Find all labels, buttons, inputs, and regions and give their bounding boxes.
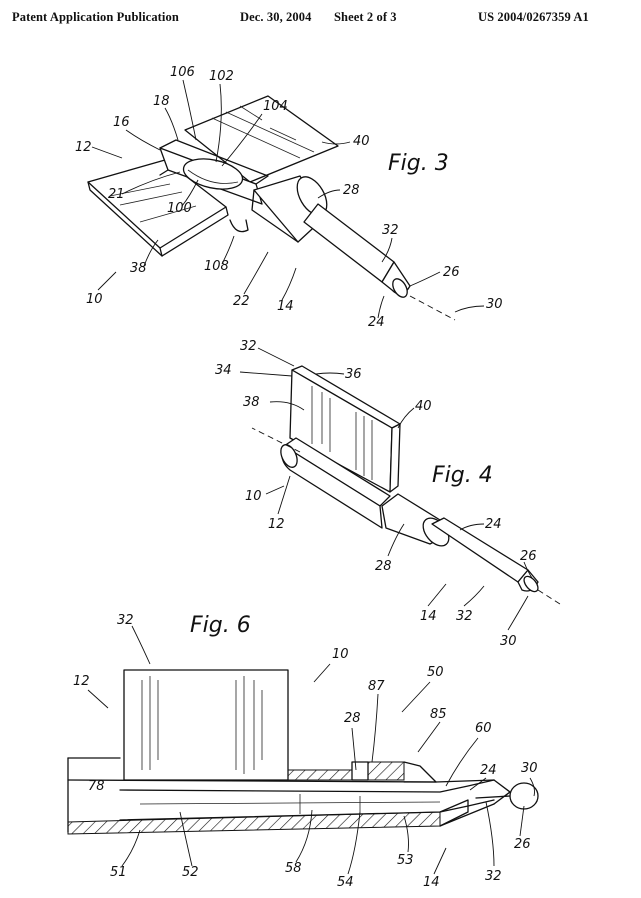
fig6-ref-60: 60 (475, 721, 492, 736)
fig3-ref-16: 16 (113, 115, 130, 130)
fig4-ref-34: 34 (215, 363, 232, 378)
fig6-ref-12: 12 (73, 674, 90, 689)
fig3-ref-102: 102 (209, 69, 234, 84)
fig3-ref-21: 21 (108, 187, 125, 202)
fig3-ref-38: 38 (130, 261, 147, 276)
fig6-ref-32b: 32 (485, 869, 502, 884)
fig6-ref-54: 54 (337, 875, 354, 890)
fig3-ref-22: 22 (233, 294, 250, 309)
fig4-ref-40: 40 (415, 399, 432, 414)
header-sheet: Sheet 2 of 3 (334, 10, 397, 24)
figure-6: Fig. 6 32 10 12 87 50 28 85 60 24 30 78 … (67, 613, 539, 890)
fig3-ref-10: 10 (86, 292, 103, 307)
fig4-ref-36: 36 (345, 367, 362, 382)
header-publication-title: Patent Application Publication (12, 10, 179, 24)
fig6-ref-24: 24 (480, 763, 497, 778)
fig6-ref-50: 50 (427, 665, 444, 680)
fig6-title: Fig. 6 (190, 613, 251, 638)
fig4-ref-30: 30 (500, 634, 517, 649)
fig6-ref-53: 53 (397, 853, 414, 868)
fig3-ref-40: 40 (353, 134, 370, 149)
fig3-ref-28: 28 (343, 183, 360, 198)
fig3-ref-106: 106 (170, 65, 195, 80)
fig6-ref-85: 85 (430, 707, 447, 722)
fig3-ref-100: 100 (167, 201, 192, 216)
header-patent-number: US 2004/0267359 A1 (478, 10, 589, 24)
fig3-ref-18: 18 (153, 94, 170, 109)
fig4-ref-14: 14 (420, 609, 437, 624)
header-date: Dec. 30, 2004 (240, 10, 312, 24)
fig4-ref-32: 32 (240, 339, 257, 354)
fig6-ref-30: 30 (521, 761, 538, 776)
fig3-ref-30: 30 (486, 297, 503, 312)
fig4-ref-24: 24 (485, 517, 502, 532)
fig4-ref-10: 10 (245, 489, 262, 504)
fig3-ref-14: 14 (277, 299, 294, 314)
fig3-ref-26: 26 (443, 265, 460, 280)
fig3-ref-108: 108 (204, 259, 229, 274)
fig4-ref-28: 28 (375, 559, 392, 574)
fig4-ref-26: 26 (520, 549, 537, 564)
fig4-ref-12: 12 (268, 517, 285, 532)
fig4-title: Fig. 4 (432, 463, 493, 488)
fig6-ref-52: 52 (182, 865, 199, 880)
fig6-ref-28: 28 (344, 711, 361, 726)
fig6-ref-32: 32 (117, 613, 134, 628)
fig3-ref-24: 24 (368, 315, 385, 330)
fig6-ref-78: 78 (88, 779, 105, 794)
fig6-ref-10: 10 (332, 647, 349, 662)
fig3-ref-104: 104 (263, 99, 288, 114)
fig6-ref-58: 58 (285, 861, 302, 876)
fig6-ref-26: 26 (514, 837, 531, 852)
fig4-ref-38: 38 (243, 395, 260, 410)
fig3-ref-12: 12 (75, 140, 92, 155)
fig4-ref-32b: 32 (456, 609, 473, 624)
figure-4: Fig. 4 32 36 34 38 40 10 12 24 28 26 14 … (215, 339, 561, 649)
fig6-ref-14: 14 (423, 875, 440, 890)
fig6-ref-87: 87 (368, 679, 385, 694)
fig3-ref-32: 32 (382, 223, 399, 238)
fig3-title: Fig. 3 (388, 151, 449, 176)
fig6-ref-51: 51 (110, 865, 127, 880)
figure-3: Fig. 3 106 102 18 104 16 12 40 28 21 100… (75, 65, 503, 330)
